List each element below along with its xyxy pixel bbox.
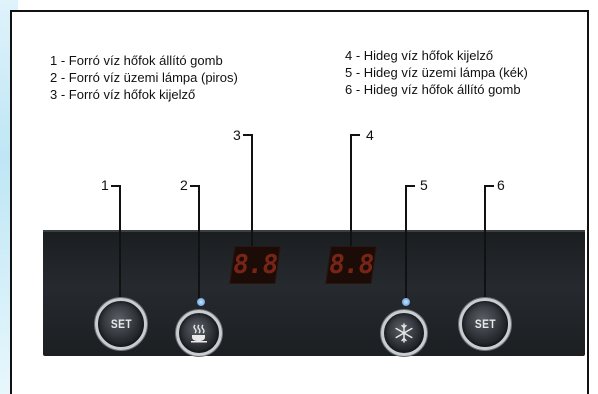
callout-line-1: [119, 185, 121, 303]
callout-line-6: [484, 185, 486, 303]
callout-label-1: 1: [101, 177, 109, 193]
callout-label-2: 2: [180, 177, 188, 193]
callout-line-5: [405, 185, 407, 299]
hot-water-button[interactable]: [176, 310, 222, 356]
callout-line-2: [198, 185, 200, 300]
callout-tick-1: [111, 185, 121, 187]
snowflake-icon: [395, 323, 413, 343]
hot-set-label: SET: [110, 317, 132, 331]
legend-item-5: 5 - Hideg víz üzemi lámpa (kék): [345, 65, 528, 80]
callout-label-6: 6: [497, 177, 505, 193]
hot-set-button[interactable]: SET: [95, 298, 147, 350]
hot-temperature-display: 8.8: [229, 246, 281, 284]
callout-tick-5: [405, 185, 415, 187]
callout-tick-3: [243, 134, 253, 136]
legend-item-4: 4 - Hideg víz hőfok kijelző: [345, 48, 494, 63]
legend-cold: 4 - Hideg víz hőfok kijelző 5 - Hideg ví…: [345, 47, 528, 98]
callout-line-3: [251, 134, 253, 248]
cold-set-label: SET: [474, 317, 496, 331]
callout-tick-4: [350, 134, 360, 136]
legend-item-2: 2 - Forró víz üzemi lámpa (piros): [50, 70, 238, 85]
callout-tick-6: [484, 185, 494, 187]
coffee-cup-icon: [191, 324, 207, 343]
legend-item-1: 1 - Forró víz hőfok állító gomb: [50, 53, 223, 68]
callout-label-5: 5: [420, 177, 428, 193]
legend-item-6: 6 - Hideg víz hőfok állító gomb: [345, 82, 521, 97]
cold-indicator-lamp: [402, 298, 410, 306]
legend-item-3: 3 - Forró víz hőfok kijelző: [50, 87, 196, 102]
cold-water-button[interactable]: [381, 310, 427, 356]
callout-label-3: 3: [233, 127, 241, 143]
callout-line-4: [350, 134, 352, 248]
legend-hot: 1 - Forró víz hőfok állító gomb 2 - Forr…: [50, 52, 238, 103]
frame-right-border: [587, 10, 589, 394]
callout-tick-2: [190, 185, 200, 187]
cold-temperature-display: 8.8: [325, 246, 377, 284]
cold-set-button[interactable]: SET: [459, 298, 511, 350]
callout-label-4: 4: [366, 127, 374, 143]
hot-indicator-lamp: [197, 298, 205, 306]
